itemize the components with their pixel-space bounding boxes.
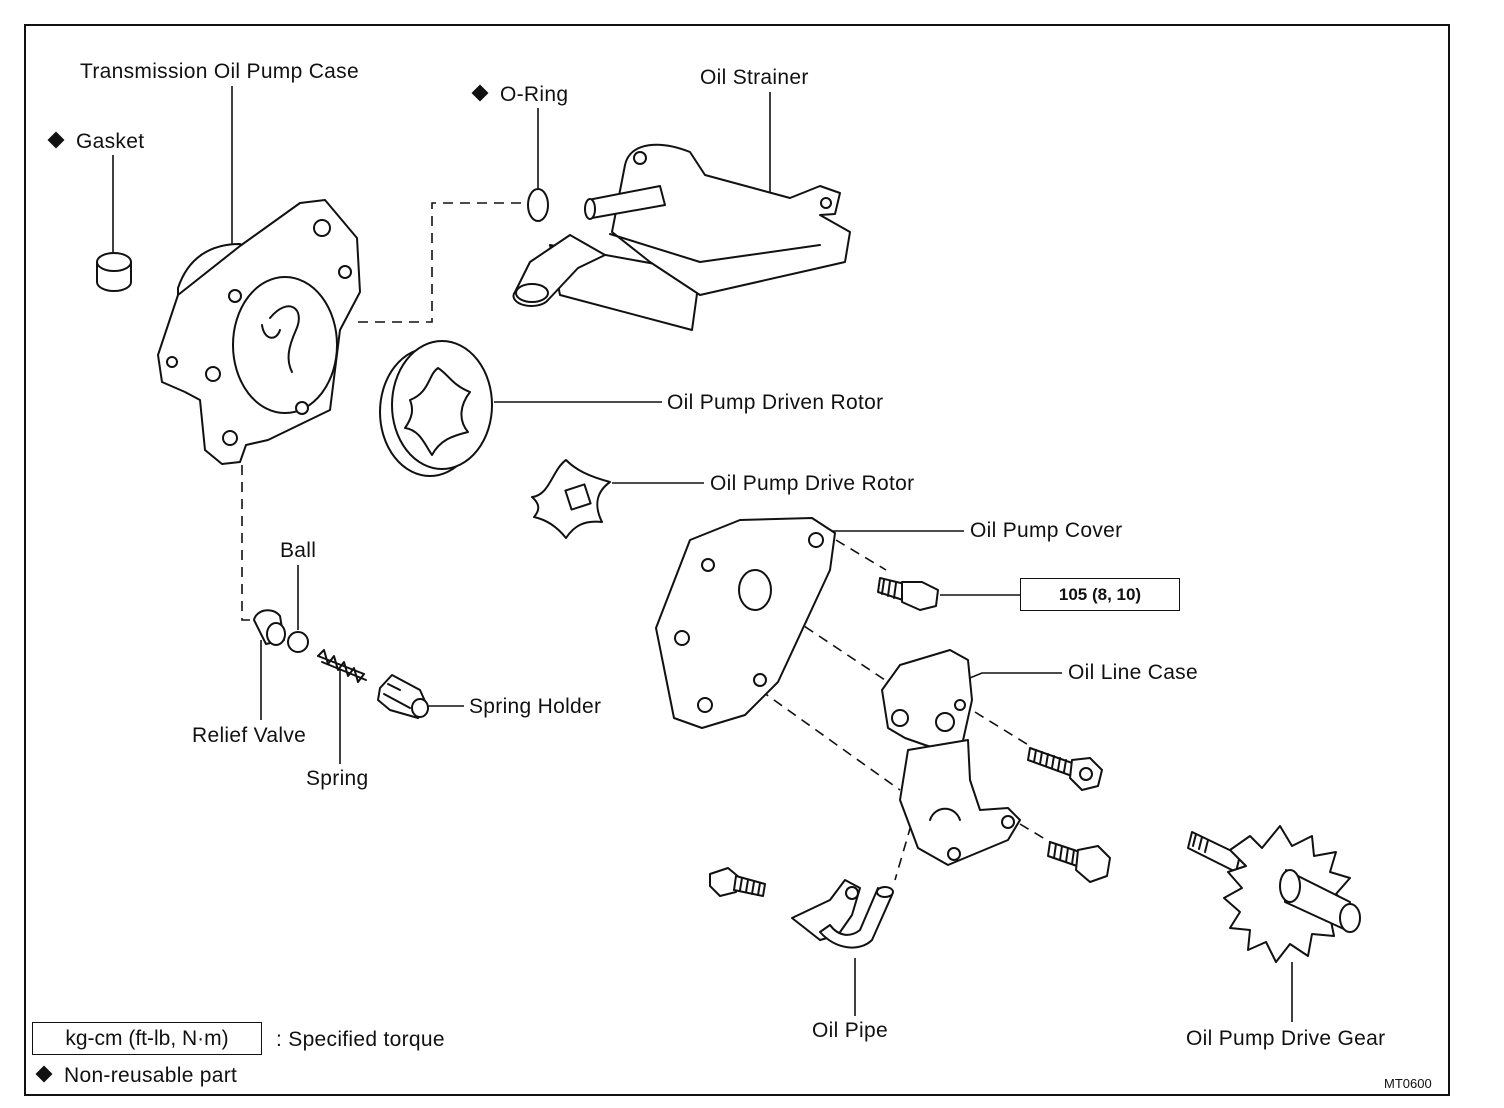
spring-part	[317, 649, 367, 683]
diamond-icon	[471, 84, 489, 102]
oil-strainer-part	[512, 143, 851, 331]
label-transmission-oil-pump-case: Transmission Oil Pump Case	[80, 60, 359, 83]
label-oil-strainer: Oil Strainer	[700, 66, 809, 89]
legend-torque-text: : Specified torque	[276, 1028, 445, 1051]
oil-pump-driven-rotor-part	[379, 340, 493, 477]
figure-code: MT0600	[1384, 1076, 1432, 1091]
oil-pump-drive-rotor-part	[531, 459, 611, 539]
gasket-part	[96, 252, 132, 292]
oil-pump-cover-part	[655, 517, 836, 729]
oil-line-case-bolt-lower	[1047, 841, 1111, 883]
oil-line-case-part	[881, 649, 1021, 866]
torque-spec-box: 105 (8, 10)	[1020, 578, 1180, 611]
o-ring-part	[527, 188, 549, 222]
spring-holder-part	[377, 674, 429, 719]
oil-line-case-bolt-upper	[1027, 747, 1103, 791]
label-spring-holder: Spring Holder	[469, 695, 602, 718]
label-spring: Spring	[306, 767, 369, 790]
label-oil-pump-cover: Oil Pump Cover	[970, 519, 1123, 542]
label-gasket: Gasket	[47, 131, 144, 152]
label-oil-line-case: Oil Line Case	[1068, 661, 1198, 684]
oil-pump-case-part	[157, 199, 361, 465]
label-o-ring: O-Ring	[471, 84, 568, 105]
diamond-icon	[47, 131, 65, 149]
label-oil-pipe: Oil Pipe	[812, 1019, 888, 1042]
cover-bolt-part	[877, 577, 939, 611]
label-ball: Ball	[280, 539, 317, 562]
oil-pipe-bolt	[709, 867, 766, 897]
figure-frame	[24, 24, 1450, 1096]
label-relief-valve: Relief Valve	[192, 724, 307, 747]
legend-torque-unit-box: kg-cm (ft-lb, N·m)	[32, 1022, 262, 1055]
relief-valve-part	[253, 609, 286, 646]
label-oil-pump-driven-rotor: Oil Pump Driven Rotor	[667, 391, 884, 414]
oil-pump-drive-gear-part	[1187, 825, 1361, 963]
label-oil-pump-drive-gear: Oil Pump Drive Gear	[1186, 1027, 1386, 1050]
ball-part	[287, 631, 309, 653]
oil-pipe-part	[791, 879, 894, 949]
label-oil-pump-drive-rotor: Oil Pump Drive Rotor	[710, 472, 915, 495]
legend-non-reusable: Non-reusable part	[35, 1065, 237, 1086]
diamond-icon	[35, 1065, 53, 1083]
